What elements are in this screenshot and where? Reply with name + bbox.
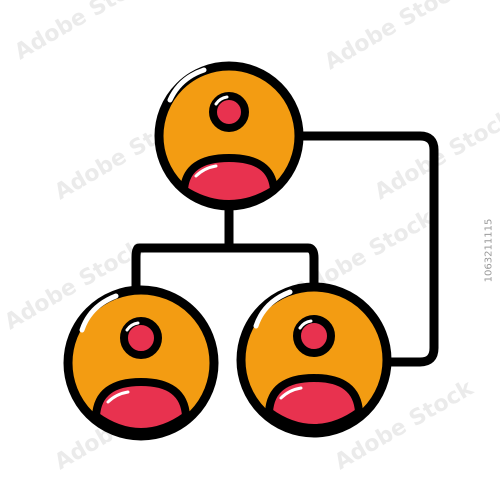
highlight bbox=[298, 319, 313, 330]
highlight bbox=[125, 321, 140, 332]
person-body bbox=[265, 374, 363, 432]
highlight bbox=[194, 164, 218, 178]
connector-lines bbox=[131, 131, 439, 367]
person-head bbox=[209, 92, 249, 132]
highlight bbox=[279, 386, 303, 400]
person-body bbox=[92, 378, 190, 436]
person-head bbox=[293, 315, 335, 357]
highlight bbox=[214, 95, 229, 106]
highlight bbox=[79, 293, 119, 333]
user-node-bottom-right bbox=[236, 282, 392, 438]
stock-image-id: 1063211115 bbox=[482, 0, 496, 500]
svg-text:Adobe Stock: Adobe Stock bbox=[321, 0, 469, 75]
highlight bbox=[106, 390, 130, 404]
connector-top-to-branches bbox=[131, 201, 319, 295]
highlight bbox=[167, 67, 207, 103]
image-number-text: 1063211115 bbox=[483, 218, 495, 282]
highlight bbox=[253, 289, 293, 329]
person-head bbox=[120, 317, 162, 359]
user-node-top bbox=[154, 61, 304, 211]
person-body bbox=[180, 154, 278, 208]
user-node-bottom-left bbox=[63, 285, 219, 441]
connector-loop-right bbox=[287, 131, 439, 367]
svg-text:Adobe Stock: Adobe Stock bbox=[11, 0, 159, 65]
